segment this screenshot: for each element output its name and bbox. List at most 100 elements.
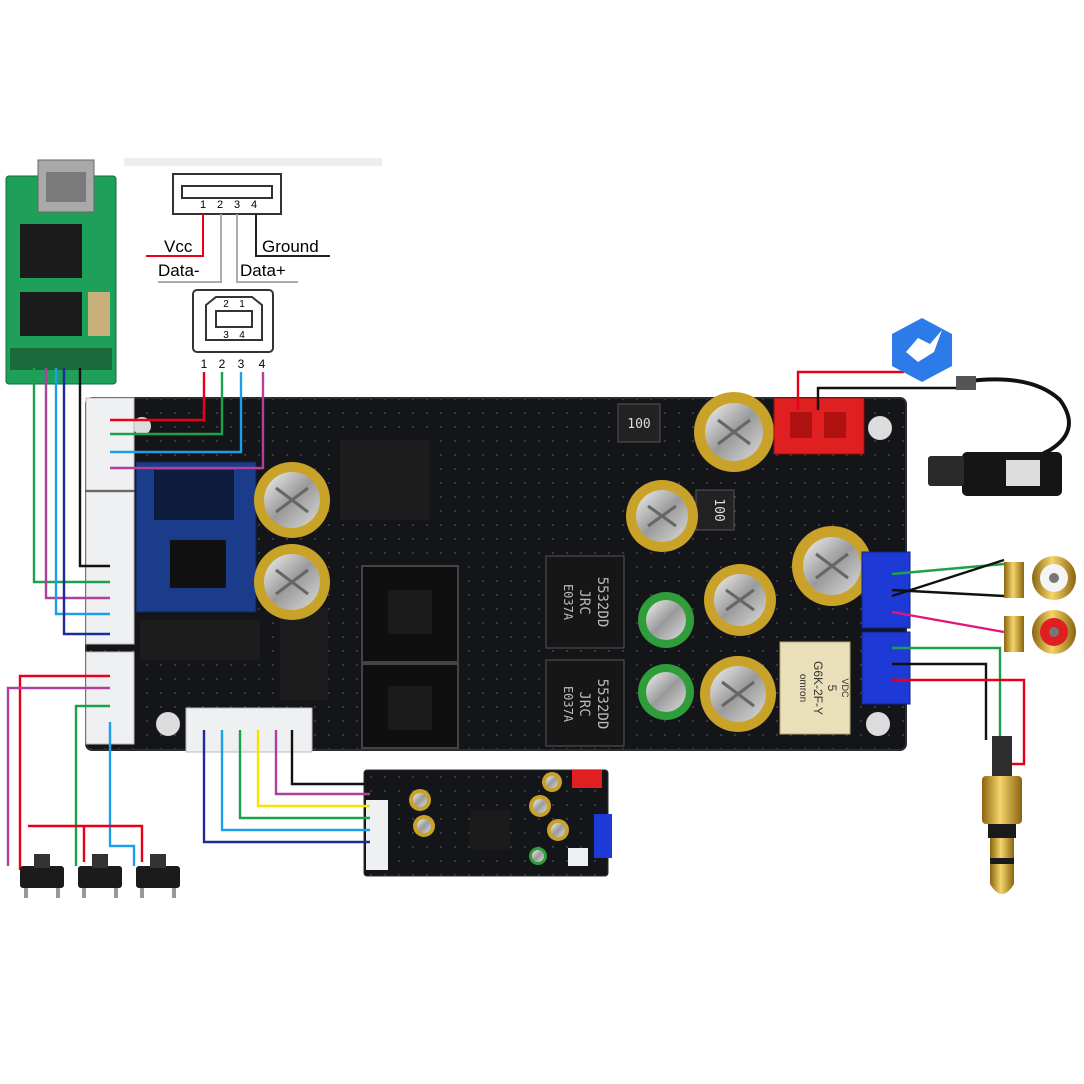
pinout-panel-strip [124,158,382,166]
expansion-power-terminal [572,770,602,788]
mount-hole [156,712,180,736]
usb-a-pin-4: 4 [251,199,257,211]
wire-power-red [796,370,904,410]
audio-plug-icon [982,736,1022,894]
rca-jack-icon [1004,556,1076,600]
capacitor-gold [694,392,774,472]
data-plus-lead [236,214,298,283]
wire-ground-purple [110,372,265,470]
expansion-output-terminal [594,814,612,858]
xmos-chip [20,224,82,278]
dac-ic [340,440,430,520]
opamp-chip [388,686,432,730]
wire-hp-green [892,646,1002,760]
opamp-jrc-upper: 5532DD JRC E037A [545,555,625,649]
wire-power-black [816,386,962,410]
opamp-code: E037A [561,686,575,723]
fpga-chip [20,292,82,336]
usb-b-pin-2: 2 [223,299,229,310]
usb-b-pin-3: 3 [223,330,229,341]
wire-exp-navy [202,730,370,844]
usb-a-connector-icon: 1 2 3 4 [172,173,282,215]
wire-data-plus [110,372,243,454]
bluetooth-chip [154,470,234,520]
wire-button-blue [108,722,136,866]
wire-button-red [18,674,110,870]
usb-a-pin-1: 1 [200,199,206,211]
opamp-code: E037A [561,584,575,621]
mount-hole [866,712,890,736]
usb-a-pin-2: 2 [217,199,223,211]
usb-b-row-pin-2: 2 [219,357,226,371]
capacitor-gold [626,480,698,552]
wire-exp-black [290,730,370,786]
wire-button-common [28,824,144,862]
resistor-array [140,620,260,660]
data-minus-lead [158,214,222,283]
capacitor-gold [254,462,330,538]
wire-button-green [74,704,110,866]
wire-exp-purple [274,730,370,796]
inductor-top: 100 [617,403,661,443]
mount-hole [133,417,151,435]
oscillator [88,292,110,336]
usb-b-row-pin-4: 4 [259,357,266,371]
headphone-output-terminal [861,631,911,705]
label-vcc: Vcc [164,237,193,256]
usb-dac-board [5,159,117,385]
opamp-jrc-lower: 5532DD JRC E037A [545,659,625,747]
wire-exp-yellow [256,730,370,808]
expansion-input-header [366,800,388,870]
label-data-plus: Data+ [240,261,286,280]
capacitor-green [638,592,694,648]
capacitor-green [638,664,694,720]
label-ground: Ground [262,237,319,256]
power-terminal-pin [824,412,846,438]
svg-text:100: 100 [711,498,726,521]
wire-button-purple [6,686,110,866]
capacitor-gold [704,564,776,636]
usb-b-connector-icon: 2 1 3 4 [192,289,274,353]
power-terminal-pin [790,412,812,438]
wire-rca-black-2 [891,558,1005,598]
usb-b-row-pin-1: 1 [201,357,208,371]
wire-vcc [110,372,206,422]
svg-text:VDC: VDC [840,678,850,698]
wire-blue [54,368,110,616]
opamp-brand: JRC [576,589,592,614]
capacitor-gold [700,656,776,732]
wire-data-minus [110,372,224,436]
svg-text:G6K-2F-Y: G6K-2F-Y [811,661,825,715]
mount-hole [868,416,892,440]
relay: omron G6K-2F-Y 5 VDC [779,641,851,735]
inductor-mid: 100 [695,489,735,531]
svg-text:100: 100 [627,417,650,432]
wire-hp-black [892,662,988,740]
svg-text:5: 5 [825,685,839,692]
wire-purple [44,368,110,600]
wire-rca-pink [891,610,1005,634]
wire-exp-blue [220,730,370,832]
bluetooth-ic [170,540,226,588]
usb-header [85,397,135,491]
vcc-lead [146,214,204,257]
opamp-brand: JRC [576,691,592,716]
power-adapter-icon [928,376,1071,496]
opamp-part: 5532DD [594,679,610,730]
usb-b-pin-1: 1 [239,299,245,310]
wire-black [78,368,110,568]
amp-ic [280,608,328,700]
bluetooth-bird-icon [892,318,952,382]
pin-header [10,348,112,370]
expansion-board [363,769,612,877]
usb-a-pin-3: 3 [234,199,240,211]
tactile-switch-icon [20,854,64,898]
wires [6,368,1026,870]
wire-exp-green [238,730,370,820]
wire-green [32,368,110,584]
wire-navy [62,368,110,636]
usb-b-pin-4: 4 [239,330,245,341]
tactile-switch-icon [136,854,180,898]
opamp-chip [388,590,432,634]
